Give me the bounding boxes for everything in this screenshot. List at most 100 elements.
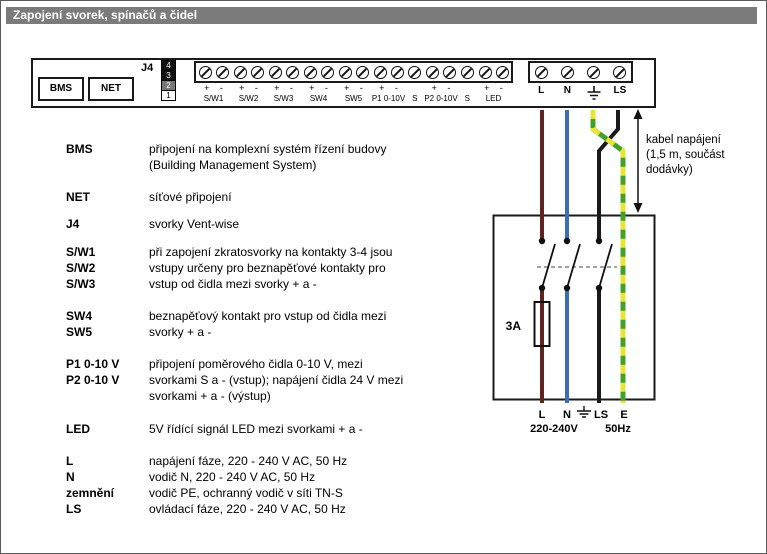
power-terminal-earth [581,61,607,104]
terminal-pin [373,65,387,79]
terminal-name: S/W3 [273,94,294,103]
j4-connector: 4 3 2 1 [161,60,176,101]
switch-contact [563,284,571,292]
legend-desc: napájení fáze, 220 - 240 V AC, 50 Hz [149,454,348,468]
power-terminal-LS: LS [607,61,633,104]
legend-term: S/W3 [66,277,96,291]
terminal-name: P2 0-10V [424,94,458,103]
terminal-pin [495,65,509,79]
legend-term: L [66,454,74,468]
cable-note-line-3: dodávky) [646,164,693,176]
switch-contact [595,237,603,245]
legend-term: P1 0-10 V [66,357,120,371]
legend-term: P2 0-10 V [66,373,120,387]
legend-desc: svorky Vent-wise [149,217,240,231]
j4-pin-1: 1 [161,90,176,101]
wire-earth-yellow-stripe [590,110,626,403]
legend-term: SW4 [66,309,93,323]
terminal-signs: + - [204,83,223,93]
terminal-group-p2: + - P2 0-10V [424,61,459,107]
legend-desc: beznapěťový kontakt pro vstup od čidla m… [149,309,387,323]
terminal-signs: + - [239,83,258,93]
terminal-groups: + - S/W1 + - S/W2 + - S/W3 + - SW4 + - S… [196,61,511,107]
legend-desc: připojení poměrového čidla 0-10 V, mezi [149,357,363,371]
switch-enclosure-box [492,214,656,401]
terminal-group-led: + - LED [476,61,511,107]
terminal-pin [215,65,229,79]
legend-row-p12: P1 0-10 V P2 0-10 V připojení poměrového… [66,356,403,404]
terminal-pin [460,65,474,79]
bms-connector: BMS [38,77,84,101]
legend-term: NET [66,190,90,204]
terminal-group-sw1: + - S/W1 [196,61,231,107]
switch-lever [566,243,581,289]
switch-lever [598,243,613,289]
legend-desc: svorkami + a - (výstup) [149,389,271,403]
legend-desc: 5V řídící signál LED mezi svorkami + a - [149,422,363,436]
power-label-LS: LS [613,85,627,96]
terminal-signs: + - [309,83,328,93]
terminal-group-sw4: + - SW4 [301,61,336,107]
terminal-pin [268,65,282,79]
legend-desc: síťové připojení [149,190,232,204]
terminal-name: S [464,94,470,103]
legend-row-j4: J4 svorky Vent-wise [66,216,239,232]
legend-term: zemnění [66,486,115,500]
terminal-signs: + - [484,83,503,93]
terminal-signs: + - [274,83,293,93]
legend-row-net: NET síťové připojení [66,189,232,205]
terminal-group-p1: + - P1 0-10V [371,61,406,107]
terminal-signs: + - [344,83,363,93]
terminal-pin [587,65,601,79]
net-connector: NET [88,77,134,101]
power-terminal-row-frame [528,61,633,83]
legend-desc: připojení na komplexní systém řízení bud… [149,142,387,156]
power-terminal-N: N [554,61,580,104]
terminal-signs: + - [431,83,451,93]
terminal-pin [338,65,352,79]
terminal-pin [250,65,264,79]
earth-ground-icon [577,406,591,418]
cable-note-line-2: (1,5 m, součást [646,149,725,161]
terminal-pin [320,65,334,79]
terminal-group-sw2: + - S/W2 [231,61,266,107]
terminal-pin [390,65,404,79]
fuse-symbol [533,301,551,347]
legend-term: J4 [66,217,80,231]
legend-row-led: LED 5V řídící signál LED mezi svorkami +… [66,421,363,437]
terminal-pin [303,65,317,79]
legend-term: S/W1 [66,245,96,259]
terminal-pin [355,65,369,79]
legend-row-ground: zemnění vodič PE, ochranný vodič v síti … [66,485,343,501]
section-title-bar: Zapojení svorek, spínačů a čidel [6,7,757,24]
power-label-N: N [563,85,571,96]
legend-term: SW5 [66,325,93,339]
switch-contact [595,284,603,292]
legend-desc: při zapojení zkratosvorky na kontakty 3-… [149,245,393,259]
switch-lever [541,243,556,289]
legend-row-sw45: SW4 SW5 beznapěťový kontakt pro vstup od… [66,308,386,340]
legend-row-l: L napájení fáze, 220 - 240 V AC, 50 Hz [66,453,347,469]
power-terminals: L N LS [528,61,633,104]
terminal-pin [534,65,548,79]
terminal-group-sw5: + - SW5 [336,61,371,107]
terminal-group-s2: S [459,61,477,107]
terminal-pin [233,65,247,79]
terminal-name: LED [485,94,502,103]
terminal-group-sw3: + - S/W3 [266,61,301,107]
legend-row-n: N vodič N, 220 - 240 V AC, 50 Hz [66,469,315,485]
bottom-label-LS: LS [594,409,608,421]
legend-row-sw123: S/W1 S/W2 S/W3 při zapojení zkratosvorky… [66,244,392,292]
terminal-pin [478,65,492,79]
fuse-rating-label: 3A [506,319,522,333]
legend-row-bms: BMS připojení na komplexní systém řízení… [66,141,386,173]
legend-term: S/W2 [66,261,96,275]
legend-row-ls: LS ovládací fáze, 220 - 240 V AC, 50 Hz [66,501,346,517]
legend-desc: ovládací fáze, 220 - 240 V AC, 50 Hz [149,502,346,516]
j4-label: J4 [141,62,154,74]
legend-term: BMS [66,142,93,156]
terminal-pin [613,65,627,79]
legend-term: LS [66,502,82,516]
terminal-signs: + - [379,83,398,93]
